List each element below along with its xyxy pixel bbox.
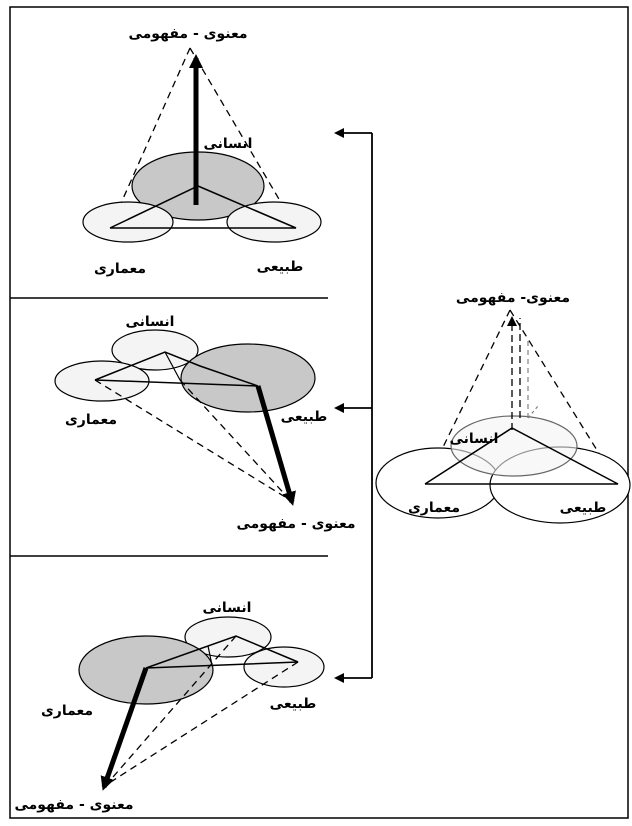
label-natural: طبیعی xyxy=(281,409,328,425)
diagram-frame xyxy=(9,6,629,819)
panel-right: معنوی- مفهومی انسانی معماری طبیعی xyxy=(375,290,631,524)
circle-natural xyxy=(180,343,316,413)
base-inner-line xyxy=(164,351,181,381)
label-human: انسانی xyxy=(126,314,175,330)
label-natural: طبیعی xyxy=(257,259,304,275)
circle-architectural xyxy=(82,201,174,243)
base-triangle xyxy=(109,185,297,229)
base-polygon xyxy=(94,351,259,387)
projection-line-natural xyxy=(105,661,299,786)
label-apex: معنوی - مفهومی xyxy=(128,26,247,42)
base-triangle xyxy=(145,635,299,669)
circle-natural xyxy=(226,201,322,243)
label-architectural: معماری xyxy=(41,703,93,719)
label-apex: معنوی - مفهومی xyxy=(236,516,355,532)
base-inner-line xyxy=(207,645,213,666)
label-apex: معنوی - مفهومی xyxy=(14,797,133,813)
base-triangle xyxy=(424,427,619,485)
circle-natural xyxy=(243,646,325,688)
pyramid-edge-left xyxy=(109,47,191,229)
panel-bottom: انسانی معماری طبیعی معنوی - مفهومی xyxy=(14,600,325,813)
label-natural: طبیعی xyxy=(270,696,317,712)
projection-line-human xyxy=(179,379,291,501)
circle-human xyxy=(111,329,199,371)
label-architectural: معماری xyxy=(408,500,460,516)
circle-human xyxy=(450,415,578,477)
pyramid-edge-right xyxy=(189,47,297,229)
panel-middle: انسانی معماری طبیعی معنوی - مفهومی xyxy=(54,314,356,532)
connector-bracket xyxy=(334,128,373,683)
main-axis-arrow xyxy=(255,385,296,506)
projection-line-architectural xyxy=(94,379,291,501)
label-natural: طبیعی xyxy=(560,500,607,516)
label-human: انسانی xyxy=(204,136,253,152)
projection-line-human xyxy=(105,635,237,786)
label-architectural: معماری xyxy=(94,261,146,277)
axis-tick xyxy=(527,405,539,419)
panel-top: معنوی - مفهومی انسانی معماری طبیعی xyxy=(82,26,322,277)
label-human: انسانی xyxy=(203,600,252,616)
main-axis-arrow xyxy=(100,667,149,791)
label-apex: معنوی- مفهومی xyxy=(456,290,570,306)
label-human: انسانی xyxy=(450,431,499,447)
label-architectural: معماری xyxy=(65,412,117,428)
